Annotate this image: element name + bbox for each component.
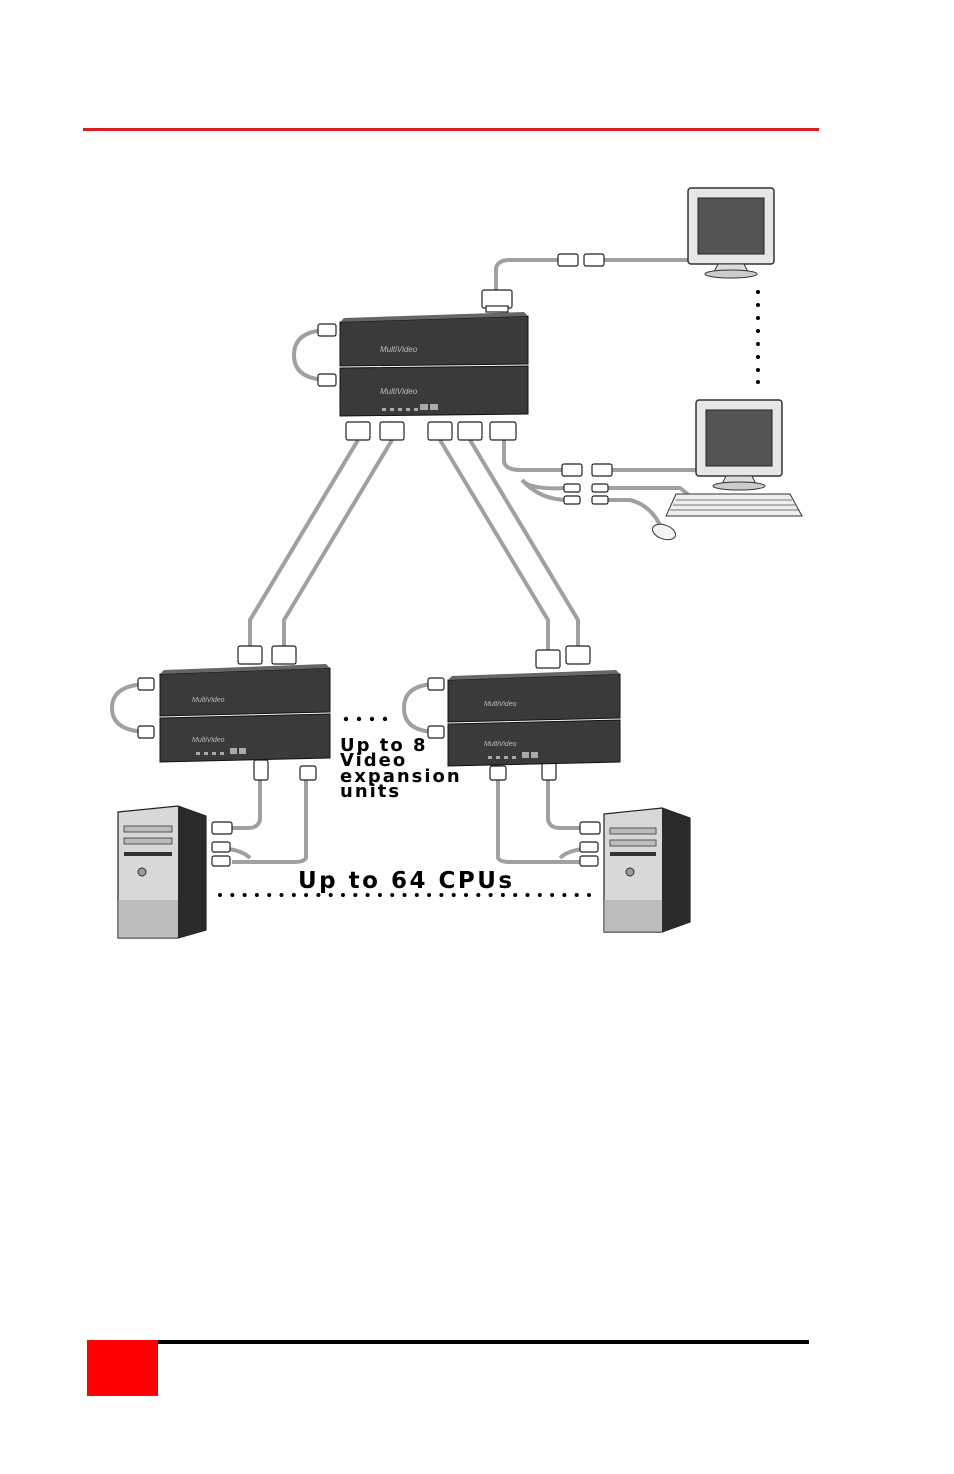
cable-console-video: [502, 440, 566, 472]
monitor-2: [695, 399, 783, 491]
cpu-dot: [488, 893, 493, 897]
cpu-dot: [365, 893, 370, 897]
cpu-dot: [390, 893, 395, 897]
connector-right-in-1: [535, 649, 561, 669]
connector-main-port-3: [427, 421, 453, 441]
cable-main-to-right-2: [468, 438, 580, 648]
cpu-dot: [587, 893, 591, 897]
mouse: [651, 523, 677, 541]
cpu-dot: [439, 893, 444, 897]
expansion-label: Up to 8 Video expansion units: [340, 735, 462, 802]
cpu-dot: [242, 893, 247, 897]
expansion-label-line-1: Up to 8: [340, 735, 428, 756]
cpu-dot: [254, 893, 259, 897]
connector-left-in-2: [271, 645, 297, 665]
cpu-right: [603, 807, 691, 933]
connector-main-top: [481, 289, 513, 309]
keyboard: [665, 493, 803, 517]
cpu-dot: [341, 893, 345, 897]
expansion-right-lower-brand: MultiVideo: [484, 741, 517, 748]
expansion-right-upper-brand: MultiVideo: [484, 701, 517, 708]
cpu-dot: [304, 893, 309, 897]
cable-left-cpu-kb: [232, 780, 308, 864]
cpu-dot: [513, 893, 518, 897]
cpu-dot: [402, 893, 407, 897]
expansion-left-lower-brand: MultiVideo: [192, 737, 225, 744]
cpu-dot: [537, 893, 542, 897]
cpu-dot: [500, 893, 505, 897]
footer-red-block: [87, 1340, 158, 1396]
connector-left-in-1: [237, 645, 263, 665]
main-unit-lower-brand: MultiVideo: [380, 387, 418, 396]
main-unit-upper-brand: MultiVideo: [380, 345, 418, 354]
expansion-dots: [343, 716, 388, 722]
cpus-label: Up to 64 CPUs: [298, 868, 515, 894]
header-rule: [83, 128, 819, 131]
cpu-dots: [218, 893, 591, 897]
cable-right-cpu-video: [546, 780, 582, 830]
cpu-dot: [525, 893, 530, 897]
expansion-label-line-2: Video: [340, 750, 407, 771]
cpu-dot: [574, 893, 579, 897]
cable-main-to-left-2: [282, 438, 394, 648]
cpu-dot: [353, 893, 358, 897]
main-unit-upper: [339, 315, 529, 367]
cpu-left: [117, 805, 207, 939]
main-unit-lower: [339, 365, 529, 417]
connector-right-in-2: [565, 645, 591, 665]
connectors: [137, 253, 613, 867]
cable-monitor-1: [494, 258, 560, 290]
cpu-dot: [550, 893, 555, 897]
cable-main-loop: [291, 328, 331, 382]
cable-left-loop: [109, 682, 151, 734]
cpu-dot: [377, 893, 382, 897]
footer-rule: [158, 1340, 809, 1344]
connector-main-port-2: [379, 421, 405, 441]
cpu-dot: [427, 893, 432, 897]
cable-main-to-right-1: [438, 438, 550, 652]
cable-left-cpu-video: [230, 780, 262, 830]
cpu-dot: [279, 893, 284, 897]
cpu-dot: [230, 893, 235, 897]
connector-main-port-1: [345, 421, 371, 441]
connector-monitor-1-b: [583, 253, 605, 267]
monitor-dots: [756, 290, 760, 384]
cable-right-loop: [401, 682, 439, 734]
main-unit-stack: MultiVideo MultiVideo: [339, 312, 529, 417]
connector-monitor-1-a: [557, 253, 579, 267]
expansion-unit-right: MultiVideo MultiVideo: [447, 670, 621, 767]
monitor-1: [687, 187, 775, 279]
cable-right-cpu-kb: [496, 780, 580, 864]
connector-main-port-5: [489, 421, 517, 441]
cpu-dot: [414, 893, 419, 897]
cpu-dot: [562, 893, 567, 897]
cpu-dot: [267, 893, 272, 897]
expansion-unit-left: MultiVideo MultiVideo: [159, 664, 331, 763]
cpu-dot: [476, 893, 481, 897]
cpu-dot: [218, 893, 222, 897]
cpu-dot: [291, 893, 296, 897]
expansion-label-line-3: expansion: [340, 766, 462, 787]
cpu-dot: [316, 893, 321, 897]
cable-main-to-left-1: [248, 438, 360, 648]
expansion-label-line-4: units: [340, 781, 401, 802]
expansion-left-upper-brand: MultiVideo: [192, 697, 225, 704]
connector-main-port-4: [457, 421, 483, 441]
cpu-dot: [451, 893, 456, 897]
cpu-dot: [464, 893, 468, 897]
cpu-dot: [328, 893, 333, 897]
